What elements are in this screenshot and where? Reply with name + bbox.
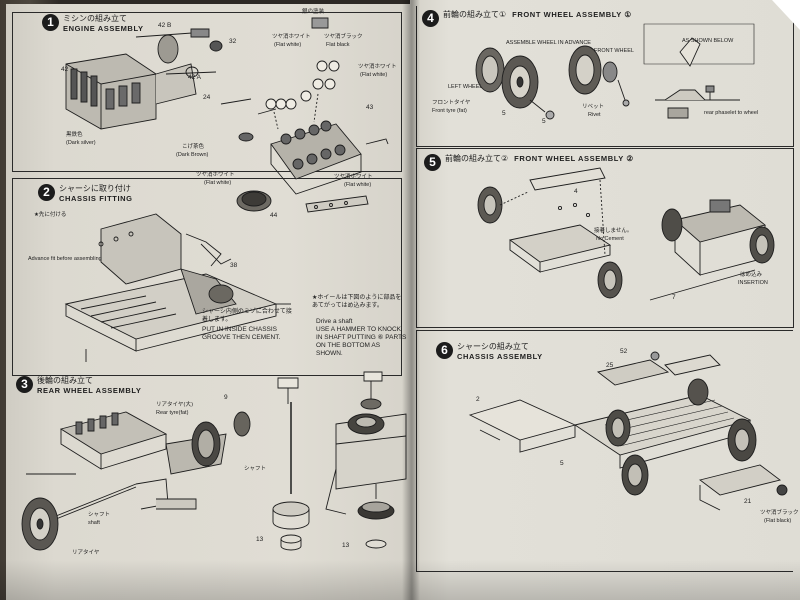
- book-gutter-shadow: [402, 0, 420, 600]
- step-2-note-advance: Advance fit before assembling: [28, 256, 102, 262]
- part-label-darkbrown-jp: こげ茶色: [182, 144, 205, 150]
- rear-tire-label: リアタイヤ: [72, 550, 100, 556]
- part-label-darksilver-jp: 黒鉄色: [66, 132, 83, 138]
- as-shown-below-note: AS SHOWN BELOW: [682, 38, 734, 44]
- part-label-flatblack-en: Flat black: [326, 42, 350, 48]
- drive-shaft-title: Drive a shaft: [316, 318, 353, 325]
- step-3-title-jp: 後輪の組み立て: [37, 376, 93, 385]
- step-5-title-en: FRONT WHEEL ASSEMBLY ②: [514, 154, 634, 163]
- callout-5: 5: [560, 460, 564, 467]
- flat-black-label-jp: ツヤ消ブラック: [760, 510, 799, 516]
- left-page-illustrations: [6, 4, 410, 600]
- instruction-page-right: 4 前輪の組み立て① FRONT WHEEL ASSEMBLY ① 5 前輪の組…: [410, 0, 800, 600]
- callout-38: 38: [230, 262, 238, 269]
- front-wheel-label: FRONT WHEEL: [594, 48, 634, 54]
- front-tyre-label-jp: フロントタイヤ: [432, 100, 471, 106]
- step-3-number: 3: [16, 376, 33, 393]
- rear-tyre-label-en: Rear tyre(fat): [156, 410, 189, 416]
- step-1-number: 1: [42, 14, 59, 31]
- step-5-frame: [416, 148, 794, 328]
- step-5-title-jp: 前輪の組み立て②: [445, 154, 509, 163]
- insertion-label-jp: はめ込み: [740, 272, 763, 278]
- step-6-title: 6 シャーシの組み立て CHASSIS ASSEMBLY: [436, 342, 543, 362]
- callout-52: 52: [620, 348, 628, 355]
- part-label-flatwhite3-jp: ツヤ消ホワイト: [196, 172, 235, 178]
- callout-13b: 13: [342, 542, 350, 549]
- part-label-darkbrown-en: (Dark Brown): [176, 152, 209, 158]
- bottom-shadow: [0, 560, 800, 600]
- step-2-frame: [12, 178, 402, 376]
- assemble-wheel-note: ASSEMBLE WHEEL IN ADVANCE: [506, 40, 591, 46]
- callout-7: 7: [672, 294, 676, 301]
- step-1-title-en: ENGINE ASSEMBLY: [63, 24, 144, 33]
- callout-43: 43: [366, 104, 374, 111]
- callout-32: 32: [229, 38, 237, 45]
- callout-9: 9: [224, 394, 228, 401]
- callout-2: 2: [476, 396, 480, 403]
- drive-shaft-note-en: USE A HAMMER TO KNOCK IN SHAFT PUTTING ⑥…: [316, 326, 407, 357]
- callout-5b: 5: [542, 118, 546, 125]
- step-5-number: 5: [424, 154, 441, 171]
- callout-42b: 42 B: [158, 22, 172, 29]
- step-2-note-prefix: ★先に付ける: [34, 212, 67, 218]
- step-3-title: 3 後輪の組み立て REAR WHEEL ASSEMBLY: [16, 376, 141, 396]
- part-label-flatwhite3-en: (Flat white): [204, 180, 232, 186]
- part-label-flatwhite1-jp: ツヤ消ホワイト: [272, 34, 311, 40]
- insertion-label-en: INSERTION: [738, 280, 768, 286]
- callout-42: 42: [61, 66, 69, 73]
- callout-24: 24: [203, 94, 211, 101]
- instruction-page-left: 1 ミシンの組み立て ENGINE ASSEMBLY 2 シャーシに取り付け C…: [6, 4, 410, 600]
- no-cement-label-jp: 接着しません。: [594, 228, 633, 234]
- part-label-flatwhite1-en: (Flat white): [274, 42, 302, 48]
- drive-shaft-note-jp: ★ホイールは下図のように部品をあてがってはめ込みます。: [312, 294, 402, 309]
- step-2-title-jp: シャーシに取り付け: [59, 184, 131, 193]
- step-4-number: 4: [422, 10, 439, 27]
- step-6-title-jp: シャーシの組み立て: [457, 342, 529, 351]
- callout-4: 4: [574, 188, 578, 195]
- part-label-flatwhite4-jp: ツヤ消ホワイト: [334, 174, 373, 180]
- step-2-title-en: CHASSIS FITTING: [59, 194, 133, 203]
- part-label-flatblack-jp: ツヤ消ブラック: [324, 34, 363, 40]
- shaft-label-right: シャフト: [244, 466, 267, 472]
- step-6-frame: [416, 330, 793, 572]
- front-tyre-label-en: Front tyre (fat): [432, 108, 467, 114]
- press-note: rear phaselet to wheel: [704, 110, 759, 116]
- part-label-flatwhite4-en: (Flat white): [344, 182, 372, 188]
- rear-tyre-label-jp: リアタイヤ(大): [156, 402, 194, 408]
- rivet-label-en: Rivet: [588, 112, 601, 118]
- callout-13a: 13: [256, 536, 264, 543]
- shaft-label-en: shaft: [88, 520, 100, 526]
- callout-44: 44: [270, 212, 278, 219]
- step-2-number: 2: [38, 184, 55, 201]
- step-2-title: 2 シャーシに取り付け CHASSIS FITTING: [38, 184, 133, 204]
- callout-42a: 42 A: [188, 74, 202, 81]
- rivet-label-jp: リベット: [582, 104, 605, 110]
- step-5-title: 5 前輪の組み立て② FRONT WHEEL ASSEMBLY ②: [424, 154, 634, 171]
- part-label-darksilver-en: (Dark silver): [66, 140, 96, 146]
- right-page-illustrations: [410, 0, 800, 600]
- step-1-title-jp: ミシンの組み立て: [63, 14, 127, 23]
- step-4-frame: [416, 6, 794, 147]
- step-4-title-en: FRONT WHEEL ASSEMBLY ①: [512, 10, 632, 19]
- part-label-silver-jp: 銀の塗装: [302, 9, 325, 15]
- shaft-label-jp: シャフト: [88, 512, 111, 518]
- callout-21: 21: [744, 498, 752, 505]
- callout-5a: 5: [502, 110, 506, 117]
- step-6-title-en: CHASSIS ASSEMBLY: [457, 352, 543, 361]
- step-1-frame: [12, 12, 402, 172]
- callout-25: 25: [606, 362, 614, 369]
- step-2-instruction-jp: シャーシ内側のミゾに合わせて接着します。: [202, 308, 292, 323]
- step-4-title: 4 前輪の組み立て① FRONT WHEEL ASSEMBLY ①: [422, 10, 632, 27]
- flat-black-label-en: (Flat black): [764, 518, 792, 524]
- no-cement-label-en: No Cement: [596, 236, 624, 242]
- part-label-flatwhite2-jp: ツヤ消ホワイト: [358, 64, 397, 70]
- part-label-flatwhite2-en: (Flat white): [360, 72, 388, 78]
- step-2-instruction-en: PUT IN INSIDE CHASSIS GROOVE THEN CEMENT…: [202, 326, 281, 341]
- step-4-title-jp: 前輪の組み立て①: [443, 10, 507, 19]
- step-1-title: 1 ミシンの組み立て ENGINE ASSEMBLY: [42, 14, 144, 34]
- step-3-title-en: REAR WHEEL ASSEMBLY: [37, 386, 142, 395]
- step-6-number: 6: [436, 342, 453, 359]
- left-wheel-label: LEFT WHEEL: [448, 84, 483, 90]
